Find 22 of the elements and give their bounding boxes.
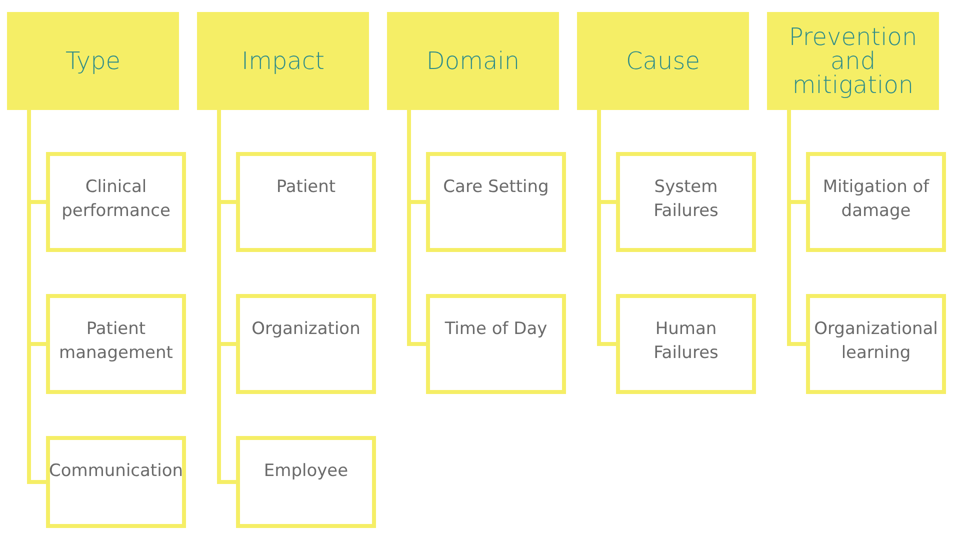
category-heading: Impact <box>240 49 326 73</box>
subcategory-label: Care Setting <box>442 176 550 199</box>
subcategory-label: System Failures <box>652 176 720 223</box>
connector-line <box>217 110 236 484</box>
connector-line <box>407 110 426 346</box>
subcategory-label: Patient <box>275 176 337 199</box>
category-heading: Prevention and mitigation <box>788 25 918 97</box>
category-heading: Cause <box>625 49 701 73</box>
subcategory-label: Organizational learning <box>813 318 939 365</box>
subcategory-label: Clinical performance <box>60 176 172 223</box>
subcategory-label: Communication <box>48 460 184 483</box>
category-heading: Type <box>64 49 122 73</box>
subcategory-label: Time of Day <box>444 318 548 341</box>
connector-line <box>597 110 616 346</box>
subcategory-label: Mitigation of damage <box>822 176 930 223</box>
subcategory-label: Human Failures <box>652 318 720 365</box>
subcategory-label: Employee <box>262 460 350 483</box>
subcategory-label: Patient management <box>58 318 174 365</box>
connector-line <box>787 110 806 346</box>
connector-line <box>27 110 46 484</box>
subcategory-label: Organization <box>250 318 362 341</box>
category-heading: Domain <box>425 49 521 73</box>
